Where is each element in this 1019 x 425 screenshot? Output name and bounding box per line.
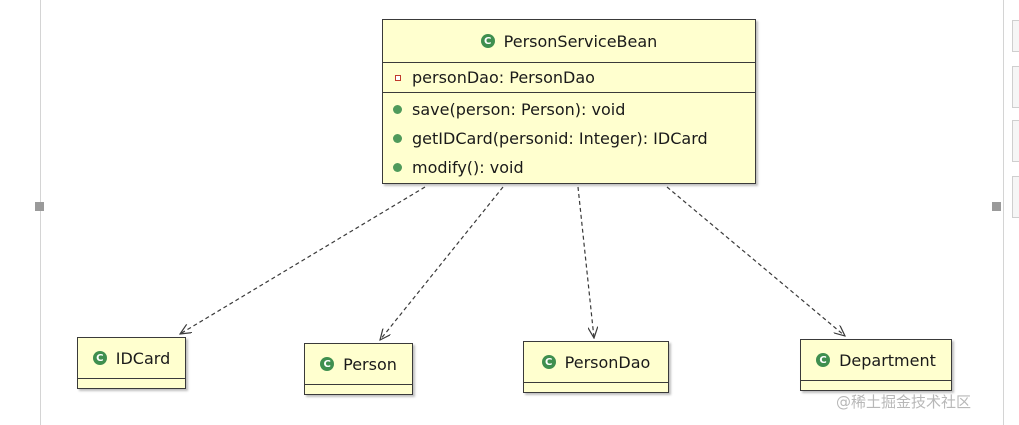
side-panel-tab[interactable] bbox=[1012, 176, 1019, 218]
class-header: C Person bbox=[305, 344, 412, 384]
canvas-left-border bbox=[40, 0, 41, 425]
operation-row[interactable]: modify(): void bbox=[383, 153, 755, 182]
class-name: PersonDao bbox=[564, 352, 651, 372]
attributes-section bbox=[524, 382, 668, 388]
attributes-section bbox=[801, 380, 951, 386]
side-panel-tab[interactable] bbox=[1012, 66, 1019, 108]
attribute-text: personDao: PersonDao bbox=[412, 68, 595, 87]
attributes-section bbox=[305, 384, 412, 390]
side-panel-tab[interactable] bbox=[1012, 120, 1019, 162]
watermark: @稀土掘金技术社区 bbox=[836, 393, 972, 411]
operation-text: modify(): void bbox=[412, 158, 524, 177]
operation-row[interactable]: getIDCard(personid: Integer): IDCard bbox=[383, 124, 755, 153]
class-icon: C bbox=[541, 355, 556, 369]
public-method-icon bbox=[393, 163, 402, 172]
attributes-section bbox=[78, 378, 185, 384]
public-method-icon bbox=[393, 105, 402, 114]
resize-handle-left[interactable] bbox=[35, 202, 44, 211]
class-name: Department bbox=[839, 350, 936, 370]
class-name: PersonServiceBean bbox=[503, 31, 658, 51]
class-header: C PersonDao bbox=[524, 342, 668, 382]
attribute-row[interactable]: personDao: PersonDao bbox=[383, 63, 755, 92]
class-header: C Department bbox=[801, 340, 951, 380]
operation-row[interactable]: save(person: Person): void bbox=[383, 95, 755, 124]
attributes-section: personDao: PersonDao bbox=[383, 62, 755, 92]
class-box-persondao[interactable]: C PersonDao bbox=[523, 341, 669, 393]
class-name: Person bbox=[343, 354, 397, 374]
dependency-arrow-person bbox=[380, 186, 504, 340]
dependency-arrow-department bbox=[666, 186, 845, 336]
class-box-person[interactable]: C Person bbox=[304, 343, 413, 395]
public-method-icon bbox=[393, 134, 402, 143]
class-icon: C bbox=[816, 353, 831, 367]
canvas-right-border bbox=[1003, 0, 1004, 425]
class-header: C IDCard bbox=[78, 338, 185, 378]
class-box-personservicebean[interactable]: C PersonServiceBean personDao: PersonDao… bbox=[382, 19, 756, 184]
class-box-idcard[interactable]: C IDCard bbox=[77, 337, 186, 389]
operations-section: save(person: Person): void getIDCard(per… bbox=[383, 92, 755, 182]
class-icon: C bbox=[480, 34, 495, 48]
class-box-department[interactable]: C Department bbox=[800, 339, 952, 391]
class-icon: C bbox=[320, 357, 335, 371]
class-header: C PersonServiceBean bbox=[383, 20, 755, 62]
operation-text: getIDCard(personid: Integer): IDCard bbox=[412, 129, 708, 148]
class-name: IDCard bbox=[115, 348, 171, 368]
private-field-icon bbox=[395, 74, 401, 81]
dependency-arrow-idcard bbox=[180, 186, 426, 334]
resize-handle-right[interactable] bbox=[992, 202, 1001, 211]
class-icon: C bbox=[92, 351, 107, 365]
operation-text: save(person: Person): void bbox=[412, 100, 626, 119]
side-panel-tab[interactable] bbox=[1012, 20, 1019, 52]
dependency-arrow-persondao bbox=[577, 186, 594, 338]
